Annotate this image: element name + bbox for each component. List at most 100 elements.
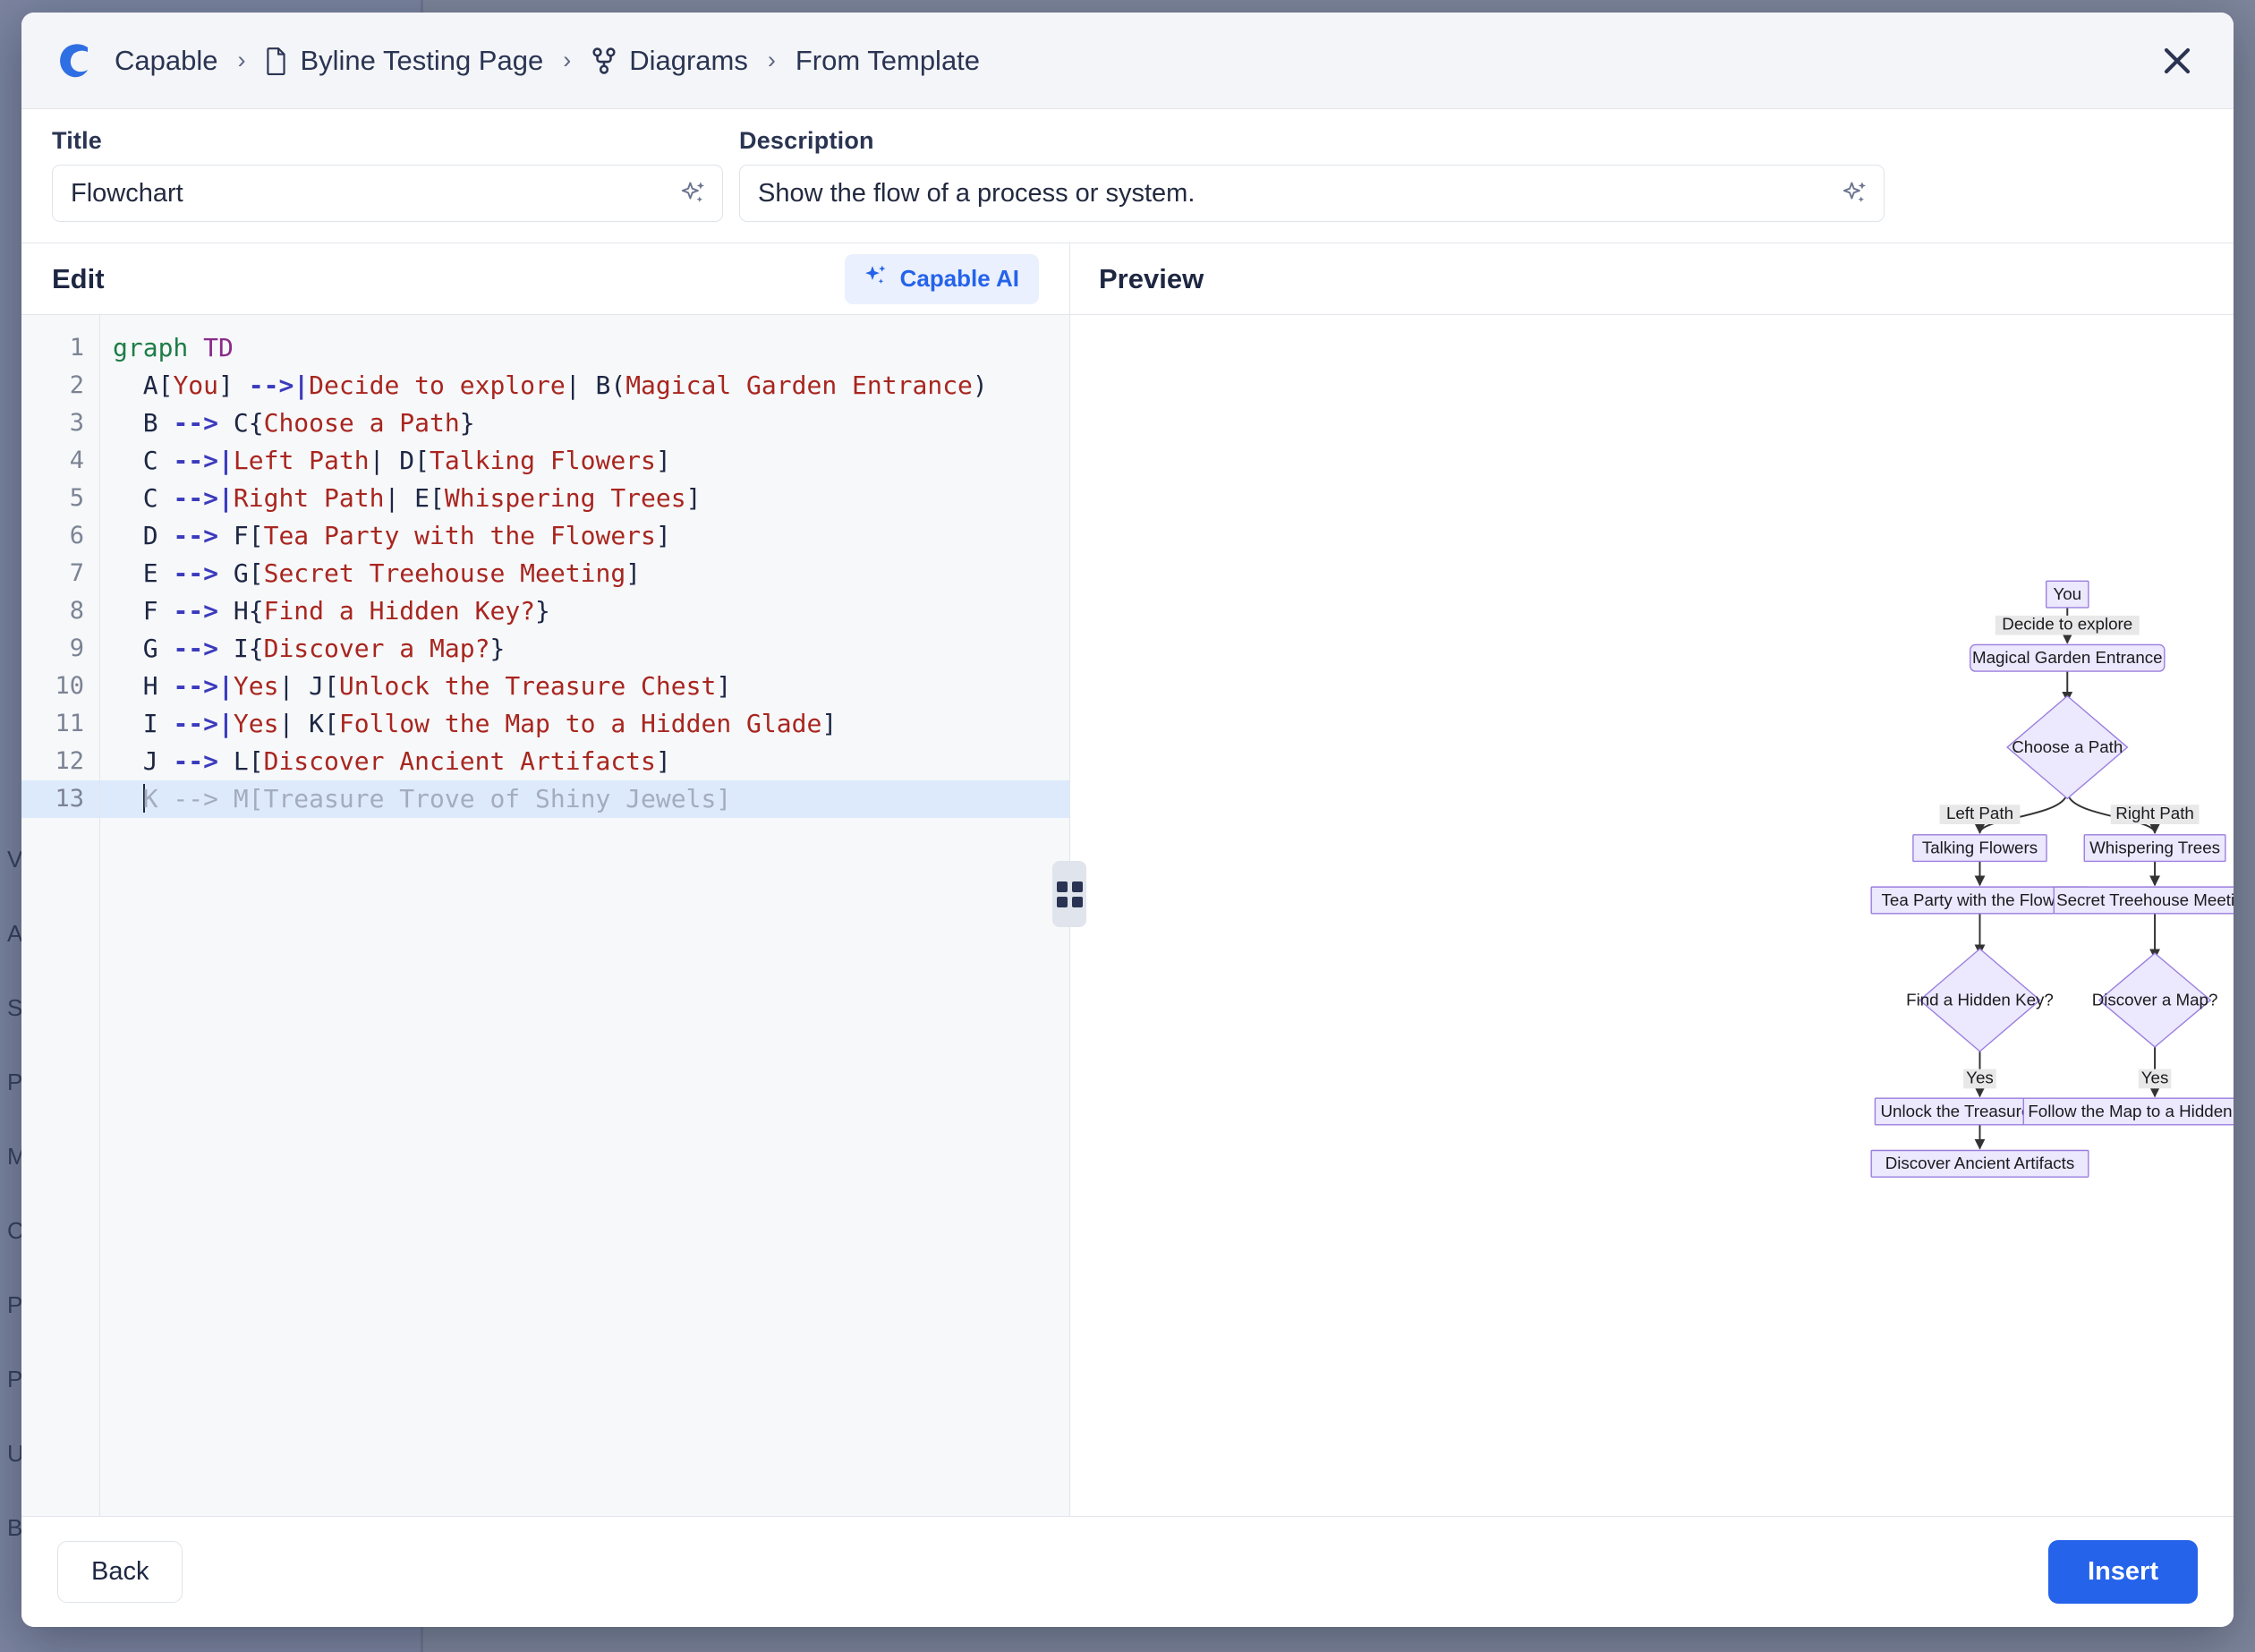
- chevron-right-icon: ›: [563, 47, 572, 73]
- code-line[interactable]: graph TD: [100, 329, 1069, 367]
- code-line[interactable]: E --> G[Secret Treehouse Meeting]: [100, 555, 1069, 592]
- node-shape-rect: [2045, 580, 2089, 609]
- breadcrumb-item-from-template[interactable]: From Template: [796, 45, 980, 77]
- code-token: [113, 521, 143, 550]
- node-label: Follow the Map to a Hidden Glade: [2028, 1102, 2234, 1120]
- code-token: ]: [655, 746, 671, 776]
- flowchart-node[interactable]: Talking Flowers: [1912, 834, 2047, 863]
- code-token: I{: [218, 634, 264, 663]
- description-input[interactable]: [758, 178, 1832, 209]
- code-token: Talking Flowers: [430, 446, 656, 475]
- code-token: C: [142, 483, 174, 513]
- code-line[interactable]: G --> I{Discover a Map?}: [100, 630, 1069, 668]
- title-input[interactable]: [71, 178, 670, 209]
- code-token: -->: [173, 558, 219, 588]
- code-token: | B(: [565, 370, 626, 400]
- code-line[interactable]: C -->|Right Path| E[Whispering Trees]: [100, 480, 1069, 517]
- flowchart-node[interactable]: Find a Hidden Key?: [1906, 948, 2054, 1052]
- code-token: F[: [218, 521, 264, 550]
- code-line[interactable]: K --> M[Treasure Trove of Shiny Jewels]: [100, 780, 1069, 818]
- sparkle-ai-icon[interactable]: [1842, 180, 1869, 207]
- code-token: G[: [218, 558, 264, 588]
- code-line[interactable]: I -->|Yes| K[Follow the Map to a Hidden …: [100, 705, 1069, 743]
- code-token: You: [173, 370, 219, 400]
- insert-button[interactable]: Insert: [2048, 1540, 2198, 1604]
- breadcrumb-item-byline-testing-page[interactable]: Byline Testing Page: [265, 45, 543, 77]
- node-label: You: [2053, 584, 2081, 603]
- line-number: 5: [69, 484, 84, 512]
- code-token: Yes: [233, 671, 279, 701]
- flowchart-node[interactable]: Tea Party with the Flowers: [1870, 886, 2089, 915]
- node-label: Find a Hidden Key?: [1906, 990, 2054, 1009]
- title-input-wrapper[interactable]: [52, 165, 723, 222]
- code-token: H: [142, 671, 174, 701]
- code-line[interactable]: D --> F[Tea Party with the Flowers]: [100, 517, 1069, 555]
- code-line[interactable]: J --> L[Discover Ancient Artifacts]: [100, 743, 1069, 780]
- breadcrumb-item-capable[interactable]: Capable: [115, 45, 217, 77]
- flowchart-node[interactable]: You: [2045, 580, 2089, 609]
- drag-handle-grid-icon[interactable]: [1052, 861, 1086, 927]
- line-number: 8: [69, 597, 84, 625]
- edge-label-bg: [1939, 805, 2021, 824]
- flowchart-node[interactable]: Secret Treehouse Meeting: [2053, 886, 2234, 915]
- edge-label-bg: [1995, 615, 2140, 635]
- code-token: ]: [821, 709, 838, 738]
- code-token: F: [142, 596, 174, 626]
- capable-ai-button[interactable]: Capable AI: [844, 253, 1039, 304]
- code-token: I: [142, 709, 174, 738]
- code-token: [113, 483, 143, 513]
- close-icon[interactable]: [2151, 35, 2203, 87]
- back-button[interactable]: Back: [57, 1541, 183, 1603]
- edge-label: Right Path: [2115, 804, 2194, 822]
- chevron-right-icon: ›: [237, 47, 246, 73]
- code-token: -->: [173, 746, 219, 776]
- sparkle-ai-icon: [864, 264, 889, 294]
- code-token: Whispering Trees: [444, 483, 686, 513]
- code-token: J: [142, 746, 174, 776]
- flowchart-node[interactable]: Choose a Path: [2006, 694, 2129, 800]
- code-token: graph: [113, 333, 189, 362]
- diagram-branch-icon: [591, 47, 617, 75]
- document-icon: [265, 47, 288, 75]
- edge-label: Decide to explore: [2002, 615, 2132, 634]
- node-shape-rect: [2022, 1097, 2234, 1126]
- code-token: H{: [218, 596, 264, 626]
- code-line[interactable]: H -->|Yes| J[Unlock the Treasure Chest]: [100, 668, 1069, 705]
- code-token: G: [142, 634, 174, 663]
- code-token: Left Path: [233, 446, 370, 475]
- code-token: Secret Treehouse Meeting: [263, 558, 626, 588]
- code-line[interactable]: C -->|Left Path| D[Talking Flowers]: [100, 442, 1069, 480]
- code-token: }: [459, 408, 475, 438]
- code-line[interactable]: F --> H{Find a Hidden Key?}: [100, 592, 1069, 630]
- code-token: -->: [173, 634, 219, 663]
- flowchart-node[interactable]: Whispering Trees: [2083, 834, 2226, 863]
- code-token: ): [972, 370, 988, 400]
- code-token: [113, 784, 143, 813]
- flowchart-edges: [1974, 607, 2160, 1150]
- flowchart-node[interactable]: Follow the Map to a Hidden Glade: [2022, 1097, 2234, 1126]
- meta-fields-row: Title Description: [21, 109, 2234, 243]
- code-line[interactable]: B --> C{Choose a Path}: [100, 404, 1069, 442]
- edit-pane-title: Edit: [52, 262, 105, 294]
- code-token: C{: [218, 408, 264, 438]
- flowchart-node[interactable]: Magical Garden Entrance: [1970, 643, 2166, 672]
- code-line[interactable]: A[You] -->|Decide to explore| B(Magical …: [100, 367, 1069, 404]
- sparkle-ai-icon[interactable]: [681, 180, 708, 207]
- code-area[interactable]: graph TD A[You] -->|Decide to explore| B…: [100, 315, 1069, 1516]
- breadcrumb-item-diagrams[interactable]: Diagrams: [591, 45, 748, 77]
- code-token: Unlock the Treasure Chest: [338, 671, 717, 701]
- breadcrumb-label: Diagrams: [629, 44, 748, 76]
- chevron-right-icon: ›: [767, 47, 776, 73]
- code-token: -->|: [173, 483, 234, 513]
- code-token: }: [535, 596, 550, 626]
- node-label: Discover Ancient Artifacts: [1885, 1154, 2075, 1172]
- line-number: 6: [69, 522, 84, 549]
- description-input-wrapper[interactable]: [739, 165, 1885, 222]
- node-label: Tea Party with the Flowers: [1882, 890, 2079, 909]
- flowchart-node[interactable]: Discover a Map?: [2092, 952, 2218, 1048]
- line-number: 3: [69, 409, 84, 437]
- flowchart-node[interactable]: Discover Ancient Artifacts: [1870, 1149, 2089, 1178]
